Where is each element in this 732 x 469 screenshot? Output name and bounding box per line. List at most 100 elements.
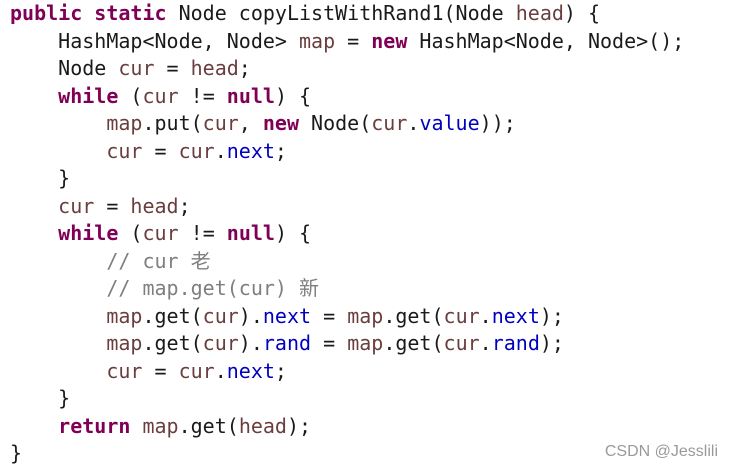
code-token-plain: .get( xyxy=(178,413,239,438)
code-token-plain: ; xyxy=(178,193,191,218)
code-token-plain: Node copyListWithRand1(Node xyxy=(166,1,516,25)
code-token-plain: Node( xyxy=(299,111,372,135)
code-token-plain xyxy=(10,111,106,135)
code-token-plain: ); xyxy=(539,331,564,355)
code-token-plain: != xyxy=(178,83,227,108)
code-token-plain: . xyxy=(479,303,492,328)
code-token-var: head xyxy=(515,1,564,25)
code-token-plain: .get( xyxy=(142,303,203,328)
code-token-plain xyxy=(10,221,58,245)
code-line: } xyxy=(10,165,722,193)
code-token-comment: // map.get(cur) 新 xyxy=(10,276,319,300)
code-token-plain: HashMap<Node, Node> xyxy=(10,28,299,53)
code-token-plain: ; xyxy=(274,358,287,383)
code-token-plain: ). xyxy=(238,303,263,328)
code-token-var: cur xyxy=(142,83,179,108)
code-token-var: map xyxy=(347,331,384,355)
code-token-var: map xyxy=(347,303,384,328)
code-token-plain: )); xyxy=(479,111,516,135)
code-line: while (cur != null) { xyxy=(10,83,722,111)
code-token-var: cur xyxy=(202,331,239,355)
code-token-plain: ; xyxy=(238,56,251,80)
code-token-plain: . xyxy=(214,138,227,163)
code-token-plain: = xyxy=(94,193,131,218)
code-token-field: rand xyxy=(491,331,540,355)
code-token-plain: ) { xyxy=(274,221,312,245)
code-line: public static Node copyListWithRand1(Nod… xyxy=(10,0,722,28)
code-token-field: value xyxy=(419,111,480,135)
code-token-plain: } xyxy=(10,386,71,410)
code-token-var: cur xyxy=(106,358,143,383)
code-token-kw: while xyxy=(58,221,119,245)
code-token-field: next xyxy=(491,303,540,328)
code-line: // cur 老 xyxy=(10,248,722,276)
code-token-plain: = xyxy=(142,358,179,383)
code-line: while (cur != null) { xyxy=(10,220,722,248)
code-line: cur = cur.next; xyxy=(10,138,722,166)
code-token-var: map xyxy=(106,111,143,135)
code-token-plain xyxy=(10,194,58,218)
code-line: map.get(cur).next = map.get(cur.next); xyxy=(10,303,722,331)
code-token-plain: . xyxy=(479,331,492,355)
code-token-plain: ) { xyxy=(274,83,312,108)
code-token-plain: ; xyxy=(274,138,287,163)
code-token-plain: .put( xyxy=(142,111,203,135)
code-token-var: map xyxy=(106,331,143,355)
code-token-var: map xyxy=(298,28,336,53)
code-token-plain: . xyxy=(407,111,420,135)
code-token-var: cur xyxy=(178,358,215,383)
code-line: cur = cur.next; xyxy=(10,358,722,386)
code-token-field: rand xyxy=(262,331,312,355)
code-token-plain: ( xyxy=(118,83,143,108)
code-token-var: cur xyxy=(202,111,239,135)
code-token-plain: Node xyxy=(10,56,119,80)
code-token-var: cur xyxy=(118,56,155,80)
code-token-plain xyxy=(10,84,58,108)
code-token-var: cur xyxy=(142,221,179,245)
code-line: Node cur = head; xyxy=(10,55,722,83)
code-token-plain: .get( xyxy=(383,303,444,328)
code-token-var: cur xyxy=(58,193,95,218)
code-token-var: cur xyxy=(443,331,480,355)
code-line: cur = head; xyxy=(10,193,722,221)
code-token-kw: new xyxy=(371,28,408,53)
code-token-plain: . xyxy=(214,358,227,383)
code-token-plain: .get( xyxy=(383,331,444,355)
code-token-plain xyxy=(10,331,106,355)
code-token-plain xyxy=(10,139,106,163)
code-token-plain: = xyxy=(142,138,179,163)
code-block: public static Node copyListWithRand1(Nod… xyxy=(10,0,722,468)
code-token-plain: ) { xyxy=(563,1,601,25)
code-line: // map.get(cur) 新 xyxy=(10,275,722,303)
code-token-kw: while xyxy=(58,83,119,108)
code-token-var: head xyxy=(190,56,239,80)
code-token-plain: HashMap<Node, Node>(); xyxy=(407,28,685,53)
code-token-var: cur xyxy=(443,303,480,328)
code-token-kw: new xyxy=(262,111,300,135)
code-token-plain: .get( xyxy=(142,331,203,355)
code-token-plain: = xyxy=(311,331,348,355)
code-token-field: next xyxy=(226,138,275,163)
code-token-plain xyxy=(10,359,106,383)
code-token-field: next xyxy=(262,303,312,328)
code-token-plain: != xyxy=(178,221,227,245)
code-token-var: map xyxy=(106,303,143,328)
code-token-var: cur xyxy=(106,138,143,163)
code-token-plain: = xyxy=(335,28,372,53)
code-token-var: cur xyxy=(371,111,408,135)
code-token-plain xyxy=(10,414,58,438)
code-token-plain: ). xyxy=(238,331,263,355)
code-line: return map.get(head); xyxy=(10,413,722,441)
code-token-var: cur xyxy=(202,303,239,328)
code-line: map.get(cur).rand = map.get(cur.rand); xyxy=(10,330,722,358)
code-line: HashMap<Node, Node> map = new HashMap<No… xyxy=(10,28,722,56)
code-token-kw: static xyxy=(94,1,167,25)
code-token-field: next xyxy=(226,358,275,383)
code-token-plain xyxy=(82,1,94,25)
watermark: CSDN @Jesslili xyxy=(604,443,718,460)
code-token-kw: null xyxy=(226,221,275,245)
code-token-var: head xyxy=(130,193,179,218)
code-token-kw: public xyxy=(10,1,83,25)
code-line: } xyxy=(10,385,722,413)
code-token-plain: ); xyxy=(539,303,564,328)
